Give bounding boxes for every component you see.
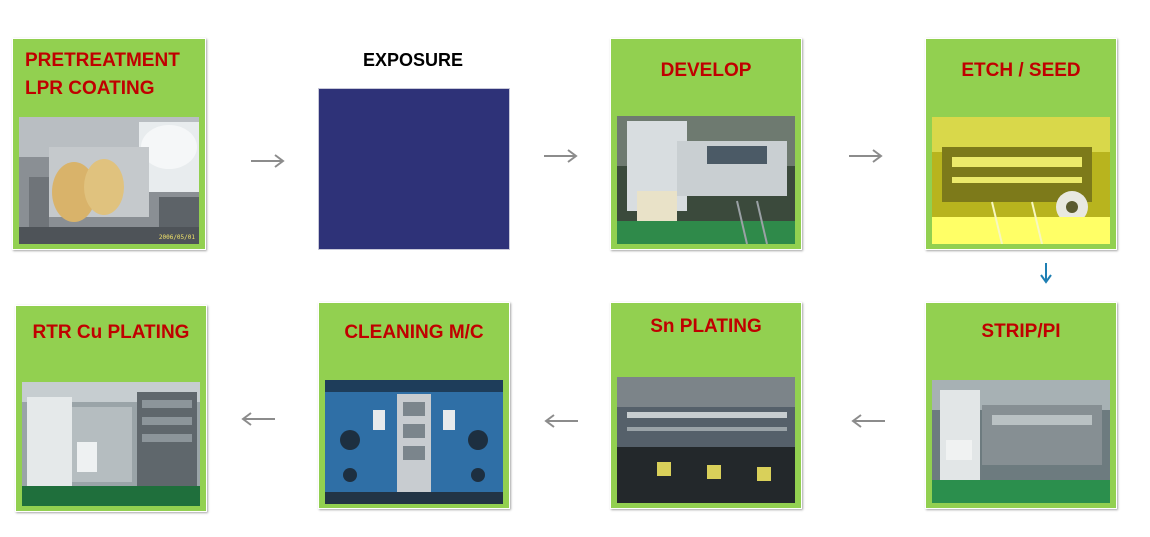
step-card-cleaning: CLEANING M/C (318, 302, 510, 509)
step-title-pretreatment-line2: LPR COATING (25, 78, 155, 99)
step-box-exposure (318, 88, 510, 250)
step-title-pretreatment-line1: PRETREATMENT (25, 50, 180, 71)
step-photo-pretreatment: 2006/05/01 (19, 117, 199, 244)
step-title-exposure: EXPOSURE (362, 50, 464, 70)
step-card-pretreatment: PRETREATMENT LPR COATING 2006/05/01 (12, 38, 206, 250)
step-photo-strip-pi (932, 380, 1110, 503)
step-title-cleaning: CLEANING M/C (344, 322, 484, 343)
step-title-strip-pi: STRIP/PI (981, 321, 1061, 342)
step-card-develop: DEVELOP (610, 38, 802, 250)
step-card-etch-seed: ETCH / SEED (925, 38, 1117, 250)
step-title-develop: DEVELOP (660, 60, 752, 81)
step-photo-develop (617, 116, 795, 244)
arrow-right-icon (544, 149, 578, 163)
step-photo-etch-seed (932, 117, 1110, 244)
photo-date-stamp: 2006/05/01 (158, 234, 195, 241)
arrow-left-icon (851, 414, 885, 428)
step-title-etch-seed: ETCH / SEED (961, 60, 1081, 81)
arrow-down-icon (1040, 263, 1052, 284)
step-card-strip-pi: STRIP/PI (925, 302, 1117, 509)
step-photo-rtr-cu-plating (22, 382, 200, 506)
step-photo-cleaning (325, 380, 503, 504)
step-title-sn-plating: Sn PLATING (650, 316, 762, 337)
step-title-rtr-cu-plating: RTR Cu PLATING (32, 322, 190, 343)
arrow-right-icon (849, 149, 883, 163)
arrow-right-icon (251, 154, 285, 168)
step-photo-sn-plating (617, 377, 795, 503)
step-card-rtr-cu-plating: RTR Cu PLATING (15, 305, 207, 512)
arrow-left-icon (544, 414, 578, 428)
step-card-sn-plating: Sn PLATING (610, 302, 802, 509)
arrow-left-icon (241, 412, 275, 426)
